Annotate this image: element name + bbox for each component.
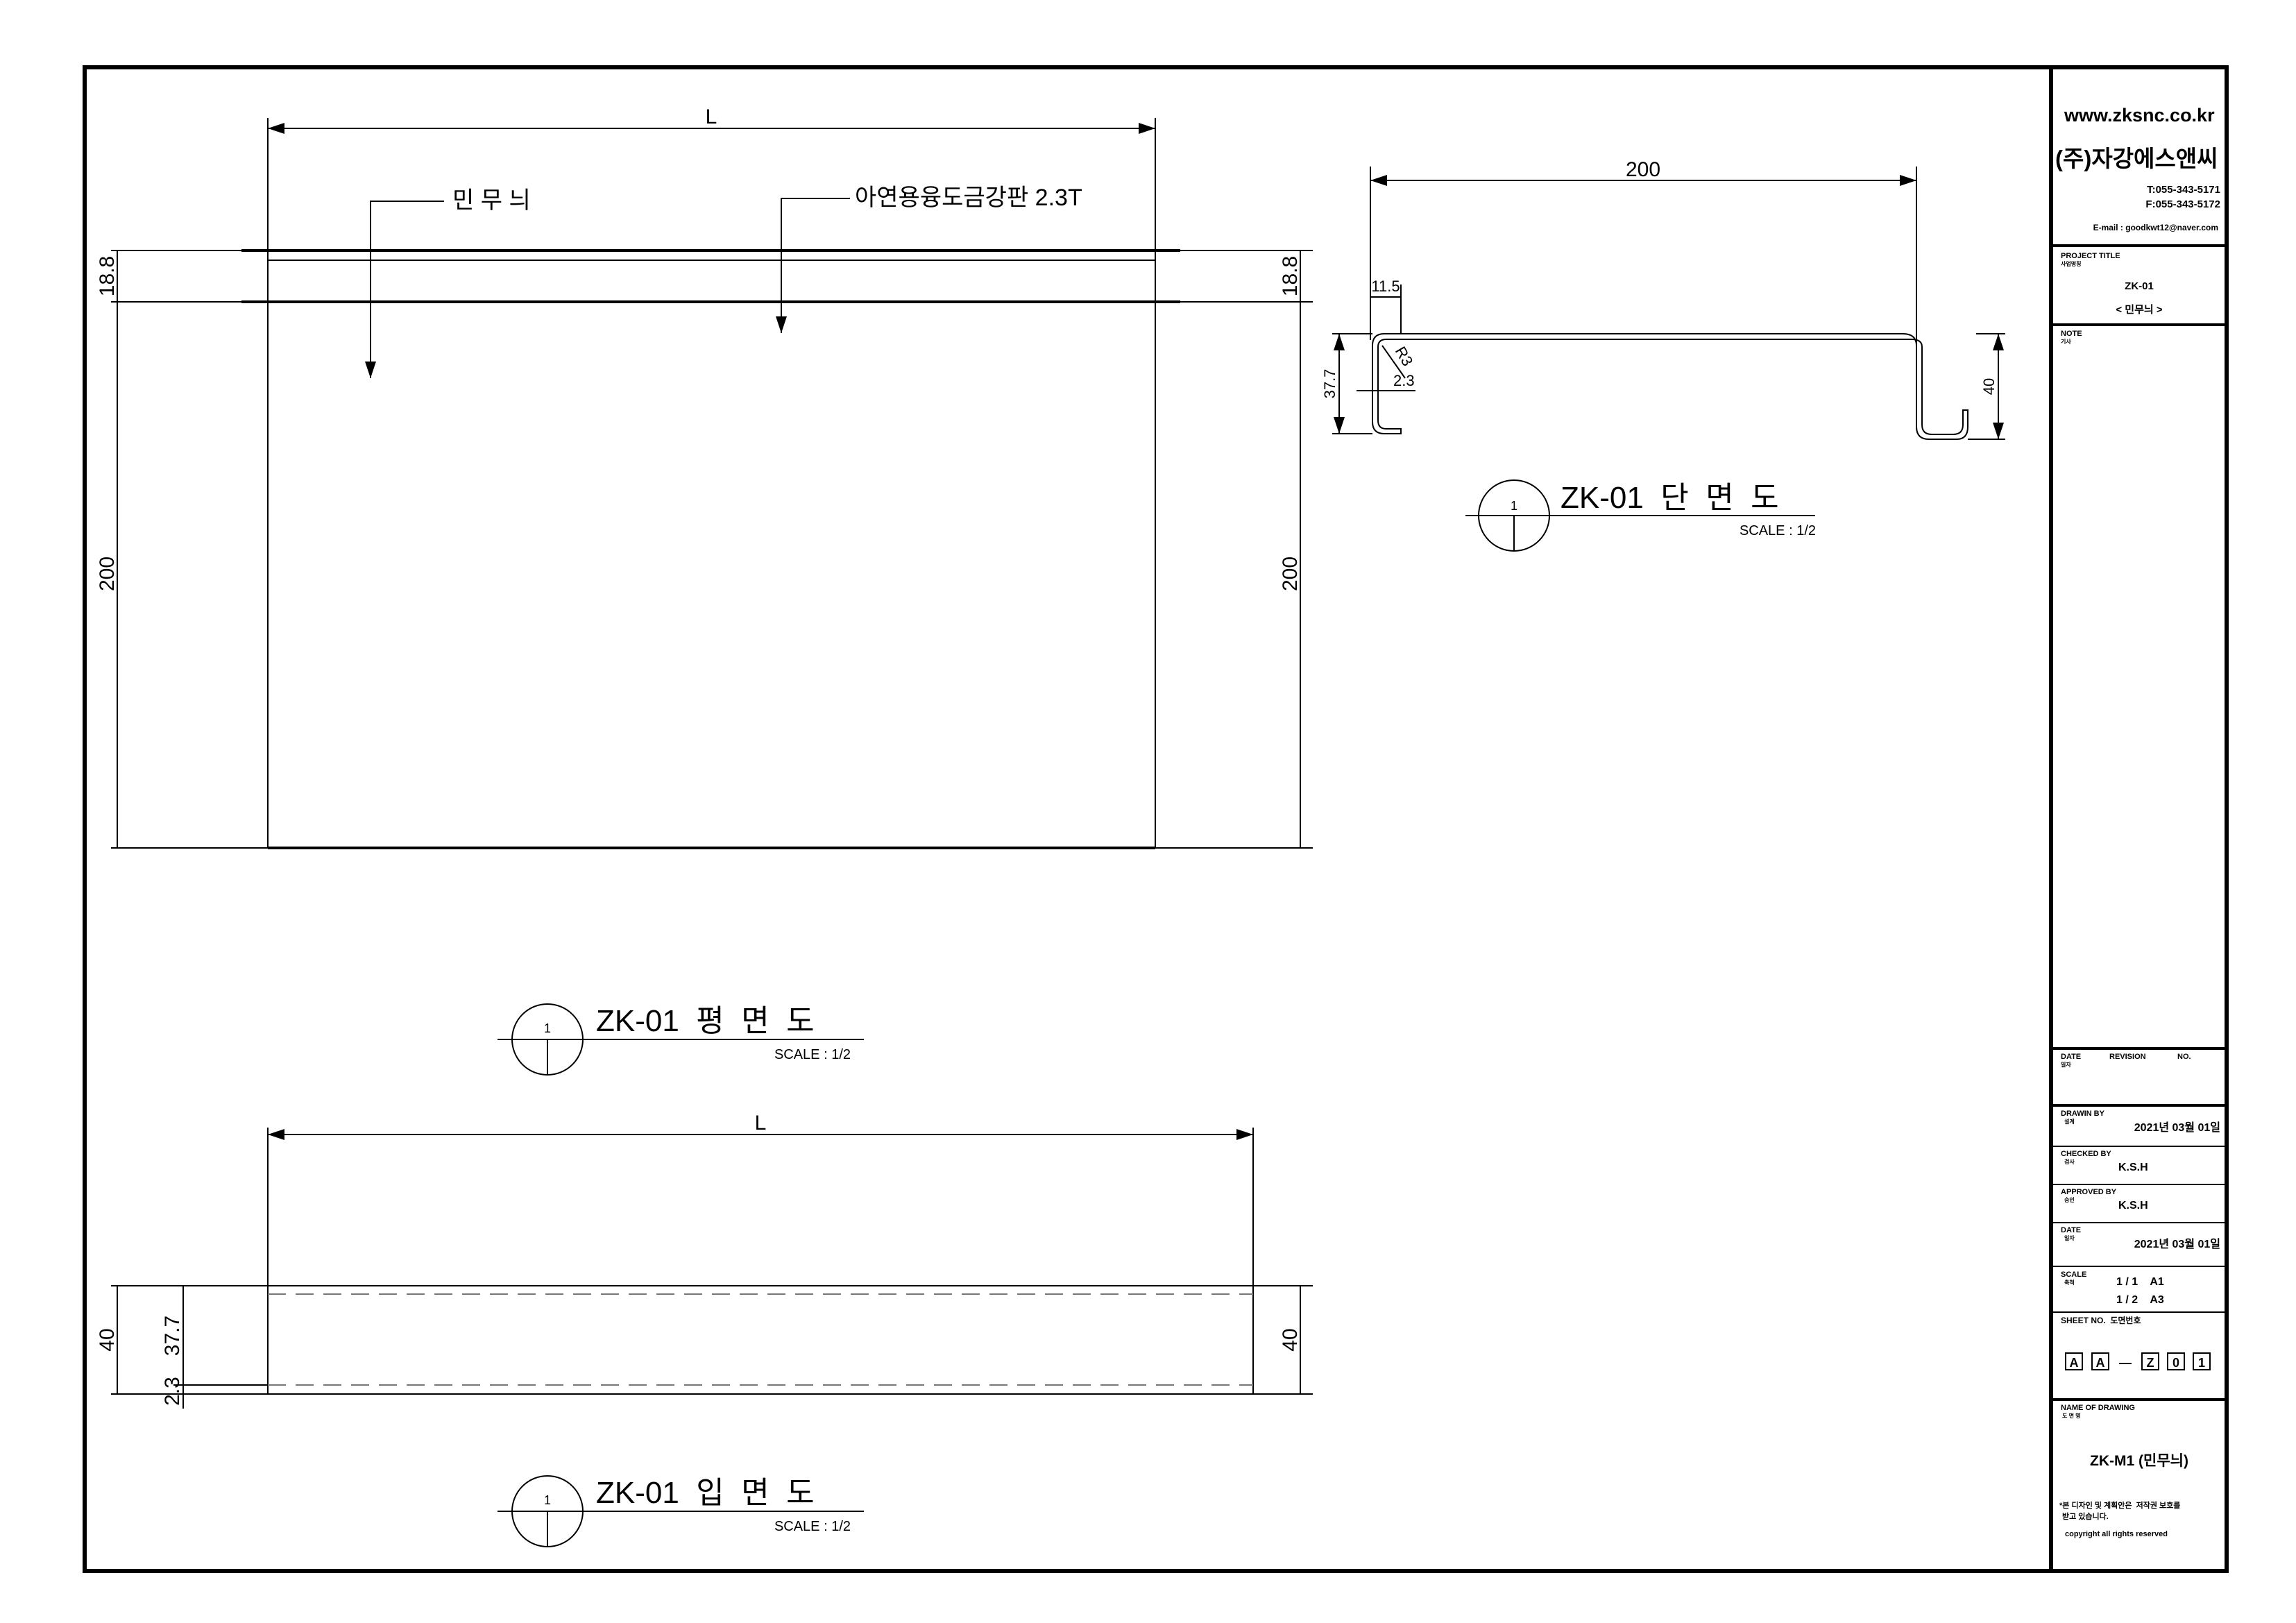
copyright-kr-line1: *본 디자인 및 계획안은 저작권 보호를: [2059, 1500, 2180, 1510]
drawing-name-sub: 도 면 명: [2062, 1412, 2081, 1419]
elevation-length-label: L: [755, 1112, 767, 1135]
scale-line-2: 1 / 2 A3: [2116, 1294, 2164, 1306]
project-title-sub: 사업명칭: [2061, 260, 2081, 267]
date-sub: 일자: [2064, 1234, 2075, 1241]
plan-scale: SCALE : 1/2: [774, 1047, 851, 1062]
copyright-kr-line2: 받고 있습니다.: [2062, 1511, 2109, 1521]
checked-by-label: CHECKED BY: [2061, 1150, 2111, 1158]
revision-date-label: DATE: [2061, 1053, 2081, 1061]
svg-text:1: 1: [2198, 1356, 2205, 1370]
section-dim-width: 200: [1626, 158, 1660, 181]
scale-line-1: 1 / 1 A1: [2116, 1276, 2164, 1288]
svg-text:—: —: [2119, 1356, 2132, 1370]
elevation-title: ZK-01 입 면 도: [596, 1476, 815, 1510]
checked-by-value: K.S.H: [2118, 1162, 2148, 1173]
copyright-en: copyright all rights reserved: [2065, 1530, 2168, 1538]
revision-date-sub: 일자: [2061, 1061, 2071, 1068]
company-name: (주)자강에스앤씨: [2055, 146, 2218, 171]
section-dim-right-height: 40: [1980, 378, 1998, 395]
svg-text:A: A: [2070, 1356, 2079, 1370]
drawing-name-label: NAME OF DRAWING: [2061, 1404, 2135, 1412]
plan-note-pattern: 민 무 늬: [452, 187, 531, 214]
plan-title-number: 1: [544, 1021, 551, 1035]
elevation-title-number: 1: [544, 1493, 551, 1507]
elevation-scale: SCALE : 1/2: [774, 1519, 851, 1534]
plan-note-material: 아연용융도금강판 2.3T: [855, 185, 1082, 211]
sheet-no-label: SHEET NO. 도면번호: [2061, 1315, 2141, 1325]
date-value: 2021년 03월 01일: [2134, 1237, 2220, 1250]
sheet-number: A A — Z 0 1: [2065, 1352, 2211, 1370]
scale-label: SCALE: [2061, 1271, 2086, 1279]
note-label: NOTE: [2061, 330, 2082, 338]
elevation-view: L 40 37.7 2.3 40 1 ZK-01 입 면 도 SCALE : 1…: [96, 1112, 1313, 1547]
sheet-border: [83, 65, 2229, 1573]
elevation-dim-upper: 37.7: [161, 1316, 184, 1356]
checked-by-sub: 검사: [2064, 1158, 2075, 1165]
company-fax: F:055-343-5172: [2145, 198, 2220, 210]
drawing-name: ZK-M1 (민무늬): [2090, 1453, 2188, 1469]
project-code: ZK-01: [2125, 280, 2154, 292]
plan-dim-top-right: 18.8: [1279, 256, 1302, 296]
section-profile: [1372, 333, 1968, 440]
approved-by-label: APPROVED BY: [2061, 1188, 2117, 1196]
elevation-dim-lower: 2.3: [161, 1377, 184, 1406]
project-title-label: PROJECT TITLE: [2061, 252, 2120, 260]
approved-by-sub: 승인: [2064, 1196, 2075, 1203]
plan-length-label: L: [706, 105, 717, 128]
svg-text:0: 0: [2172, 1356, 2179, 1370]
drawn-by-value: 2021년 03월 01일: [2134, 1121, 2220, 1134]
scale-sub: 축척: [2064, 1279, 2075, 1286]
svg-text:A: A: [2096, 1356, 2105, 1370]
company-tel: T:055-343-5171: [2147, 184, 2220, 196]
section-title-number: 1: [1511, 499, 1517, 513]
section-view: 200 11.5 R3 2.3 37.7 40 1 ZK-01 단 면 도 SC…: [1321, 158, 2005, 552]
drawn-by-sub: 설계: [2064, 1118, 2075, 1125]
project-name: < 민무늬 >: [2116, 304, 2162, 316]
plan-title: ZK-01 평 면 도: [596, 1004, 815, 1038]
section-dim-left-height: 37.7: [1321, 369, 1338, 399]
company-email: E-mail : goodkwt12@naver.com: [2093, 223, 2218, 232]
elevation-dim-right: 40: [1279, 1328, 1302, 1351]
section-title: ZK-01 단 면 도: [1561, 481, 1779, 515]
plan-dim-height-left: 200: [96, 556, 119, 591]
title-block: www.zksnc.co.kr (주)자강에스앤씨 T:055-343-5171…: [2051, 105, 2227, 1538]
plan-view: L 18.8 200 18.8 200 민 무 늬 아연용융도금강판 2.3T …: [96, 105, 1313, 1076]
section-dim-thickness: 2.3: [1393, 372, 1415, 389]
revision-no-label: NO.: [2177, 1053, 2191, 1061]
revision-label: REVISION: [2109, 1053, 2146, 1061]
section-dim-lip: 11.5: [1371, 278, 1400, 295]
svg-text:Z: Z: [2147, 1356, 2154, 1370]
elevation-dim-total: 40: [96, 1328, 119, 1351]
section-scale: SCALE : 1/2: [1740, 523, 1816, 538]
company-website: www.zksnc.co.kr: [2064, 105, 2215, 126]
note-sub: 기사: [2061, 338, 2071, 345]
plan-dim-height-right: 200: [1279, 556, 1302, 591]
plan-dim-top-left: 18.8: [96, 256, 119, 296]
approved-by-value: K.S.H: [2118, 1200, 2148, 1212]
date-label: DATE: [2061, 1226, 2081, 1234]
drawn-by-label: DRAWIN BY: [2061, 1110, 2105, 1118]
